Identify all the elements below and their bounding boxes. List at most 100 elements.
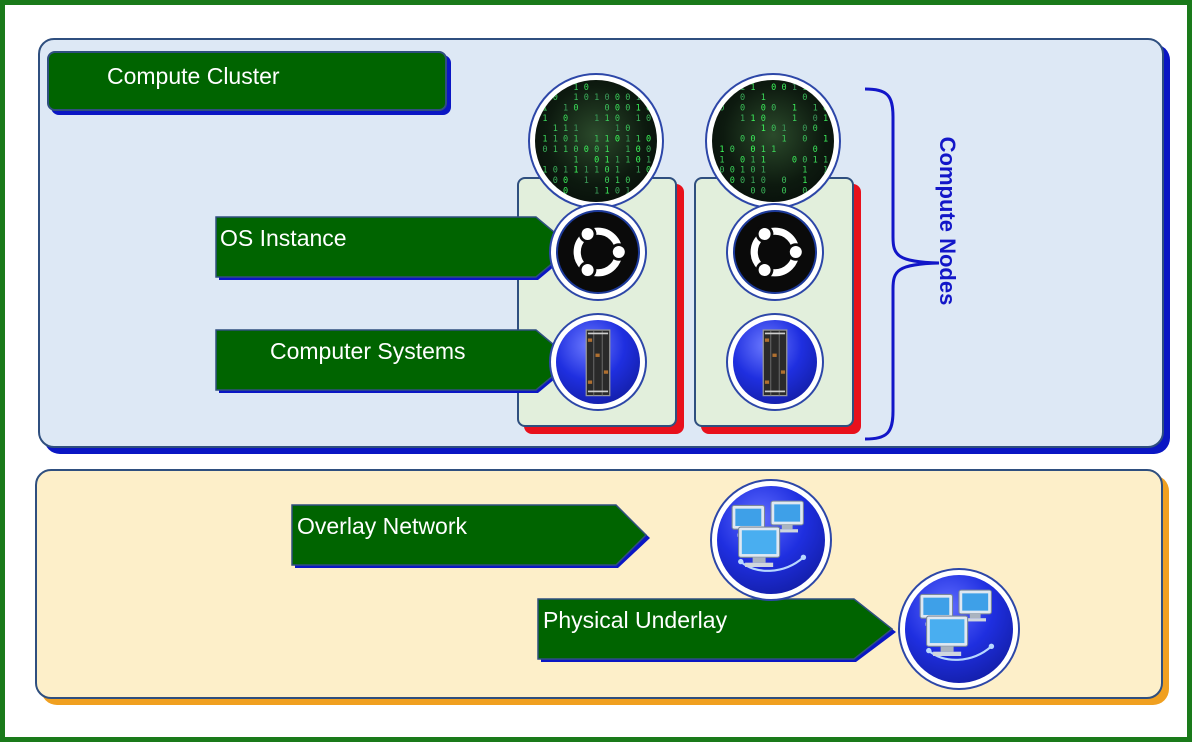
svg-text:1: 1	[594, 93, 599, 103]
svg-text:0: 0	[563, 186, 568, 196]
svg-text:0: 0	[563, 176, 568, 186]
svg-text:1: 1	[740, 166, 745, 176]
svg-text:1: 1	[615, 124, 620, 134]
svg-text:0: 0	[584, 93, 589, 103]
svg-text:1: 1	[542, 114, 547, 124]
svg-text:0: 0	[802, 186, 807, 196]
ubuntu-icon	[549, 203, 647, 301]
svg-text:0: 0	[615, 104, 620, 114]
svg-text:1: 1	[782, 135, 787, 145]
svg-text:1: 1	[625, 145, 630, 155]
svg-text:1: 1	[719, 145, 724, 155]
svg-text:0: 0	[553, 186, 558, 196]
svg-text:0: 0	[740, 155, 745, 165]
svg-text:1: 1	[563, 145, 568, 155]
svg-text:0: 0	[719, 186, 724, 196]
svg-text:0: 0	[584, 83, 589, 93]
svg-text:0: 0	[740, 104, 745, 114]
svg-text:0: 0	[761, 176, 766, 186]
svg-text:0: 0	[594, 145, 599, 155]
svg-text:1: 1	[563, 124, 568, 134]
svg-text:0: 0	[750, 145, 755, 155]
svg-text:1: 1	[802, 176, 807, 186]
svg-text:1: 1	[636, 114, 641, 124]
svg-text:1: 1	[553, 124, 558, 134]
svg-text:1: 1	[573, 135, 578, 145]
svg-text:1: 1	[573, 166, 578, 176]
svg-text:0: 0	[625, 176, 630, 186]
ubuntu-icon	[726, 203, 824, 301]
svg-text:1: 1	[761, 93, 766, 103]
svg-text:0: 0	[771, 124, 776, 134]
svg-text:0: 0	[730, 186, 735, 196]
svg-text:0: 0	[750, 186, 755, 196]
svg-text:0: 0	[813, 145, 818, 155]
svg-text:1: 1	[542, 104, 547, 114]
svg-text:1: 1	[750, 155, 755, 165]
svg-text:1: 1	[740, 114, 745, 124]
svg-text:0: 0	[813, 186, 818, 196]
svg-text:1: 1	[719, 155, 724, 165]
svg-text:1: 1	[625, 155, 630, 165]
svg-text:0: 0	[625, 93, 630, 103]
svg-text:1: 1	[823, 166, 828, 176]
svg-text:1: 1	[730, 83, 735, 93]
svg-text:1: 1	[615, 176, 620, 186]
svg-text:0: 0	[771, 104, 776, 114]
computer-systems-text: Computer Systems	[270, 338, 466, 364]
svg-text:0: 0	[730, 145, 735, 155]
overlay-network-label: Overlay Network	[291, 504, 652, 568]
svg-text:1: 1	[761, 155, 766, 165]
svg-text:0: 0	[573, 104, 578, 114]
svg-text:1: 1	[813, 155, 818, 165]
svg-text:0: 0	[625, 104, 630, 114]
svg-text:0: 0	[605, 104, 610, 114]
svg-text:1: 1	[615, 155, 620, 165]
svg-text:1: 1	[802, 83, 807, 93]
svg-text:0: 0	[542, 145, 547, 155]
svg-text:0: 0	[605, 93, 610, 103]
svg-text:0: 0	[553, 176, 558, 186]
svg-text:0: 0	[802, 135, 807, 145]
svg-text:0: 0	[615, 114, 620, 124]
svg-text:1: 1	[563, 104, 568, 114]
svg-text:0: 0	[605, 166, 610, 176]
svg-text:0: 0	[605, 176, 610, 186]
svg-text:1: 1	[625, 186, 630, 196]
svg-text:1: 1	[605, 145, 610, 155]
svg-text:0: 0	[730, 166, 735, 176]
svg-text:1: 1	[573, 83, 578, 93]
svg-text:1: 1	[750, 114, 755, 124]
svg-text:1: 1	[761, 166, 766, 176]
svg-text:0: 0	[750, 135, 755, 145]
os-instance-text: OS Instance	[220, 225, 347, 251]
svg-text:1: 1	[792, 83, 797, 93]
svg-text:1: 1	[584, 166, 589, 176]
svg-text:1: 1	[646, 155, 651, 165]
svg-text:1: 1	[542, 186, 547, 196]
svg-text:0: 0	[646, 114, 651, 124]
physical-underlay-label: Physical Underlay	[537, 598, 898, 662]
svg-text:1: 1	[553, 135, 558, 145]
overlay-network-text: Overlay Network	[297, 513, 467, 539]
svg-text:0: 0	[761, 114, 766, 124]
svg-text:0: 0	[594, 155, 599, 165]
svg-text:1: 1	[605, 114, 610, 124]
svg-text:1: 1	[761, 124, 766, 134]
svg-text:1: 1	[823, 83, 828, 93]
physical-underlay-text: Physical Underlay	[543, 607, 728, 633]
svg-text:0: 0	[719, 166, 724, 176]
svg-text:0: 0	[750, 166, 755, 176]
svg-text:0: 0	[761, 186, 766, 196]
svg-text:1: 1	[573, 124, 578, 134]
computer-systems-label: Computer Systems	[215, 329, 576, 393]
svg-text:1: 1	[605, 135, 610, 145]
svg-text:0: 0	[553, 166, 558, 176]
svg-text:1: 1	[823, 114, 828, 124]
svg-text:0: 0	[615, 186, 620, 196]
svg-text:1: 1	[542, 166, 547, 176]
svg-text:0: 0	[573, 145, 578, 155]
